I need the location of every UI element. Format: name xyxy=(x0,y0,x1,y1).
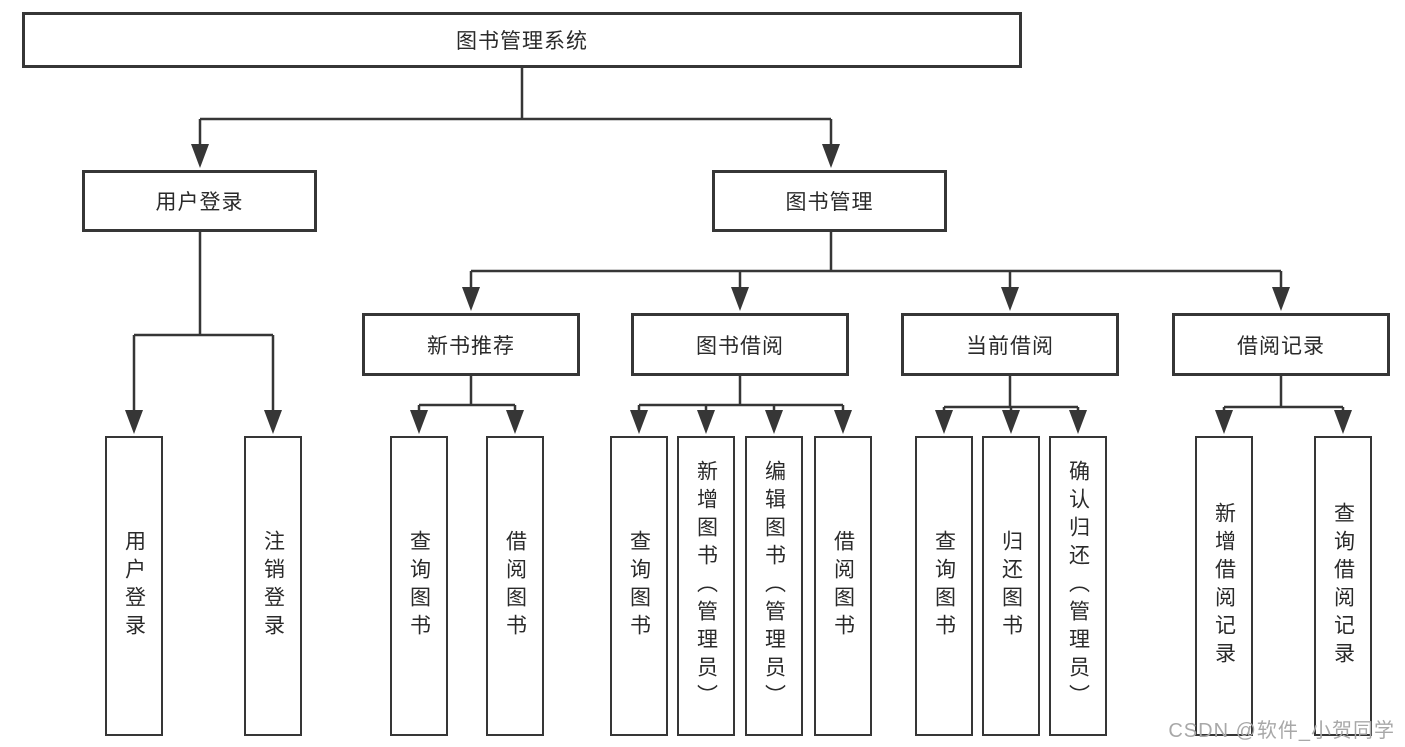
leaf-confirm-return-admin: 确认归还（管理员） xyxy=(1049,436,1107,736)
node-label: 查询图书 xyxy=(932,530,956,642)
leaf-query-books-recommend: 查询图书 xyxy=(390,436,448,736)
node-label: 用户登录 xyxy=(122,530,146,642)
node-label: 借阅记录 xyxy=(1237,334,1325,358)
connector-borrow-records xyxy=(1215,376,1352,434)
node-label: 查询图书 xyxy=(627,530,651,642)
node-label: 新增借阅记录 xyxy=(1212,502,1236,670)
node-label: 借阅图书 xyxy=(503,530,527,642)
leaf-borrow-books-recommend: 借阅图书 xyxy=(486,436,544,736)
node-label: 编辑图书（管理员） xyxy=(762,460,786,712)
leaf-user-login: 用户登录 xyxy=(105,436,163,736)
section-new-book-recommend: 新书推荐 xyxy=(362,313,580,376)
connector-user-login xyxy=(125,232,282,434)
leaf-edit-books-admin: 编辑图书（管理员） xyxy=(745,436,803,736)
node-label: 图书管理系统 xyxy=(456,30,588,53)
section-borrow-records: 借阅记录 xyxy=(1172,313,1390,376)
section-book-borrow: 图书借阅 xyxy=(631,313,849,376)
connector-book-management xyxy=(462,232,1290,311)
node-label: 新增图书（管理员） xyxy=(694,460,718,712)
leaf-query-books-borrow: 查询图书 xyxy=(610,436,668,736)
node-label: 当前借阅 xyxy=(966,334,1054,358)
node-root-system: 图书管理系统 xyxy=(22,12,1022,68)
connector-book-borrow xyxy=(630,376,852,434)
node-label: 查询图书 xyxy=(407,530,431,642)
leaf-add-books-admin: 新增图书（管理员） xyxy=(677,436,735,736)
leaf-borrow-books: 借阅图书 xyxy=(814,436,872,736)
node-label: 用户登录 xyxy=(155,191,244,214)
branch-user-login: 用户登录 xyxy=(82,170,317,232)
node-label: 新书推荐 xyxy=(427,334,515,358)
node-label: 图书管理 xyxy=(785,191,874,214)
node-label: 图书借阅 xyxy=(696,334,784,358)
leaf-add-borrow-record: 新增借阅记录 xyxy=(1195,436,1253,736)
connector-root xyxy=(191,68,840,168)
node-label: 确认归还（管理员） xyxy=(1066,460,1090,712)
node-label: 归还图书 xyxy=(999,530,1023,642)
leaf-query-borrow-record: 查询借阅记录 xyxy=(1314,436,1372,736)
node-label: 借阅图书 xyxy=(831,530,855,642)
node-label: 注销登录 xyxy=(261,530,285,642)
csdn-watermark: CSDN @软件_小贺同学 xyxy=(1168,720,1395,742)
branch-book-management: 图书管理 xyxy=(712,170,947,232)
connector-new-book-recommend xyxy=(410,376,524,434)
leaf-logout: 注销登录 xyxy=(244,436,302,736)
leaf-return-books: 归还图书 xyxy=(982,436,1040,736)
section-current-borrow: 当前借阅 xyxy=(901,313,1119,376)
leaf-query-books-current: 查询图书 xyxy=(915,436,973,736)
connector-current-borrow xyxy=(935,376,1087,434)
node-label: 查询借阅记录 xyxy=(1331,502,1355,670)
